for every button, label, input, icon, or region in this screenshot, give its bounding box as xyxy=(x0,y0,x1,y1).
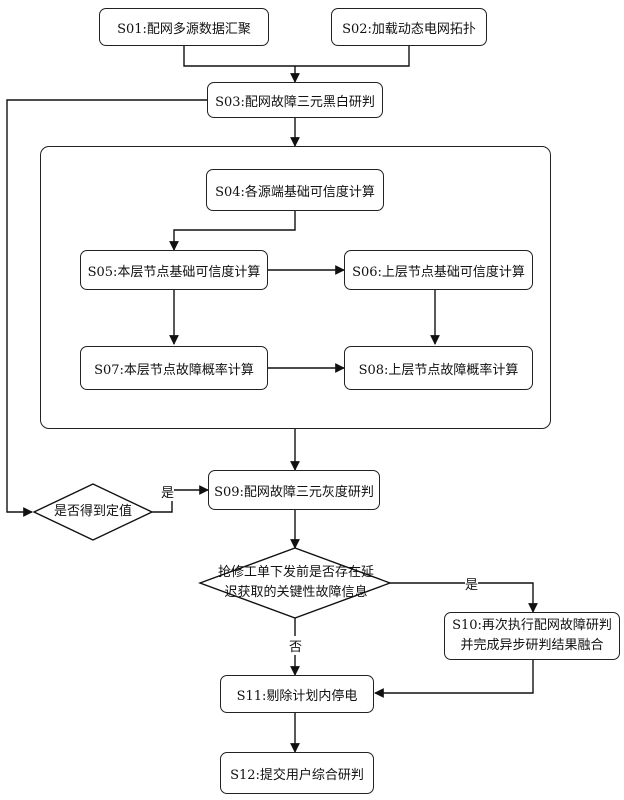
edge-label-d2-no: 否 xyxy=(289,636,303,655)
node-s10-line2: 并完成异步研判结果融合 xyxy=(460,638,604,653)
node-s09: S09:配网故障三元灰度研判 xyxy=(208,470,380,510)
edge-label-d2-yes: 是 xyxy=(465,574,479,593)
node-s03: S03:配网故障三元黑白研判 xyxy=(207,82,383,118)
node-s04: S04:各源端基础可信度计算 xyxy=(206,169,384,211)
node-s10: S10:再次执行配网故障研判 并完成异步研判结果融合 xyxy=(444,612,620,660)
node-s06: S06:上层节点基础可信度计算 xyxy=(344,250,533,290)
edge-s02-s03 xyxy=(295,46,410,67)
node-s02: S02:加载动态电网拓扑 xyxy=(331,8,487,46)
node-s10-line1: S10:再次执行配网故障研判 xyxy=(452,618,612,633)
edge-s04-s05 xyxy=(169,211,296,251)
decision-delayed-info-line1: 抢修工单下发前是否存在延 xyxy=(217,565,374,580)
decision-delayed-info-text: 抢修工单下发前是否存在延 迟获取的关键性故障信息 xyxy=(215,563,377,603)
decision-delayed-info-line2: 迟获取的关键性故障信息 xyxy=(224,585,368,600)
node-s12: S12:提交用户综合研判 xyxy=(220,752,374,794)
edge-d1-s09 xyxy=(152,485,209,513)
node-s08: S08:上层节点故障概率计算 xyxy=(344,346,533,390)
decision-valid-value-text: 是否得到定值 xyxy=(53,504,132,519)
decision-diamond-delayed-info xyxy=(197,547,393,619)
edge-s03-d1 xyxy=(6,99,207,517)
edge-label-d1-yes: 是 xyxy=(161,482,175,501)
credibility-group-box xyxy=(40,146,551,429)
node-s01: S01:配网多源数据汇聚 xyxy=(99,8,269,46)
decision-diamond-valid-value xyxy=(32,483,154,541)
edge-s01-s03 xyxy=(183,46,295,67)
edge-s10-s11 xyxy=(374,660,534,698)
node-s07: S07:本层节点故障概率计算 xyxy=(80,346,268,390)
node-s05: S05:本层节点基础可信度计算 xyxy=(80,250,268,290)
node-s11: S11:剔除计划内停电 xyxy=(220,675,374,713)
edge-d2-s10 xyxy=(390,582,538,613)
